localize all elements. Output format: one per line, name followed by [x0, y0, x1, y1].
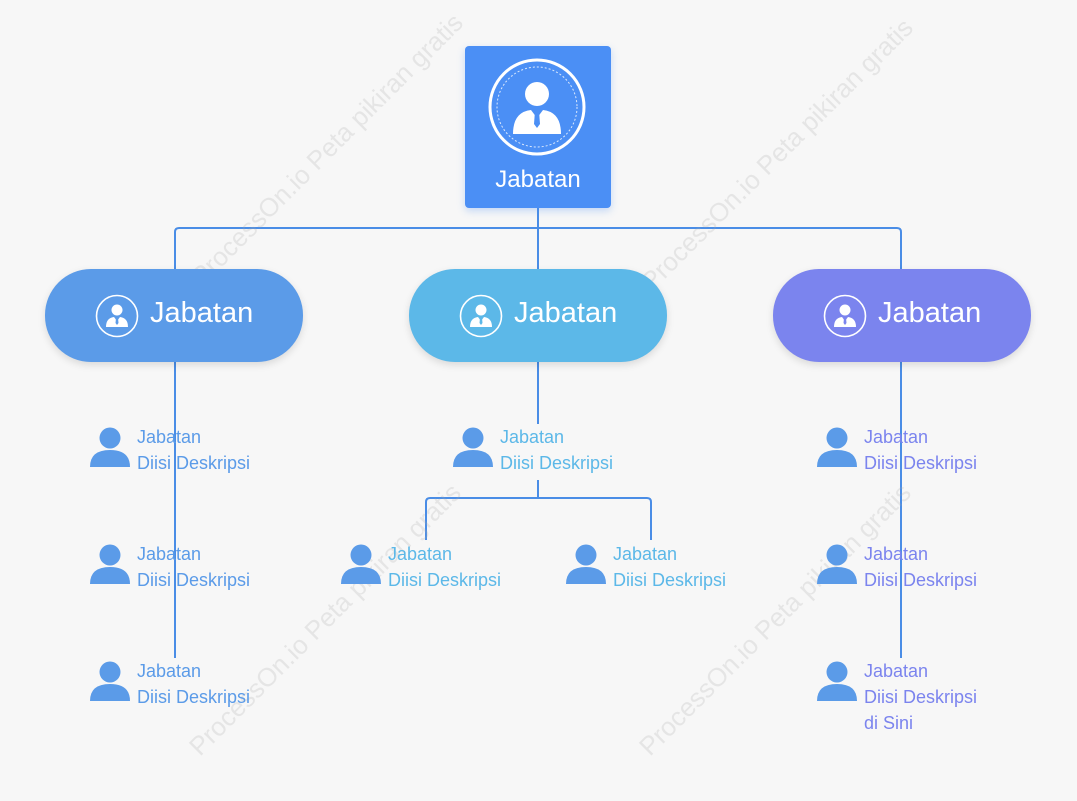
person-icon	[453, 427, 493, 467]
leaf-title: Jabatan	[864, 661, 929, 681]
branch-node-center[interactable]: Jabatan	[409, 269, 667, 362]
center-split-bar	[425, 497, 652, 540]
leaf-title: Jabatan	[864, 544, 929, 564]
person-icon	[90, 427, 130, 467]
leaf-description: Diisi Deskripsi	[137, 570, 251, 590]
person-icon	[566, 544, 606, 584]
branch-label: Jabatan	[878, 297, 982, 329]
leaf-description: Diisi Deskripsi	[388, 570, 502, 590]
person-tie-icon	[95, 294, 139, 338]
leaf-description: Diisi Deskripsi	[864, 570, 978, 590]
branch-node-right[interactable]: Jabatan	[773, 269, 1031, 362]
leaf-description-extra: di Sini	[864, 713, 914, 733]
leaf-title: Jabatan	[864, 427, 929, 447]
leaf-title: Jabatan	[500, 427, 565, 447]
root-title: Jabatan	[495, 166, 581, 193]
leaf-description: Diisi Deskripsi	[137, 453, 251, 473]
person-icon	[817, 427, 857, 467]
person-icon	[817, 661, 857, 701]
branch-label: Jabatan	[150, 297, 254, 329]
root-node[interactable]: Jabatan	[465, 46, 611, 208]
person-icon	[341, 544, 381, 584]
person-icon	[817, 544, 857, 584]
leaf-title: Jabatan	[137, 427, 202, 447]
leaf-title: Jabatan	[388, 544, 453, 564]
leaf-description: Diisi Deskripsi	[613, 570, 727, 590]
leaf-description: Diisi Deskripsi	[864, 687, 978, 707]
leaf-description: Diisi Deskripsi	[864, 453, 978, 473]
leaf-description: Diisi Deskripsi	[500, 453, 614, 473]
person-tie-icon	[823, 294, 867, 338]
person-icon	[90, 544, 130, 584]
leaf-description: Diisi Deskripsi	[137, 687, 251, 707]
person-tie-icon	[488, 58, 586, 156]
person-tie-icon	[459, 294, 503, 338]
branch-node-left[interactable]: Jabatan	[45, 269, 303, 362]
leaf-title: Jabatan	[137, 661, 202, 681]
leaf-title: Jabatan	[137, 544, 202, 564]
leaf-title: Jabatan	[613, 544, 678, 564]
person-icon	[90, 661, 130, 701]
branch-label: Jabatan	[514, 297, 618, 329]
